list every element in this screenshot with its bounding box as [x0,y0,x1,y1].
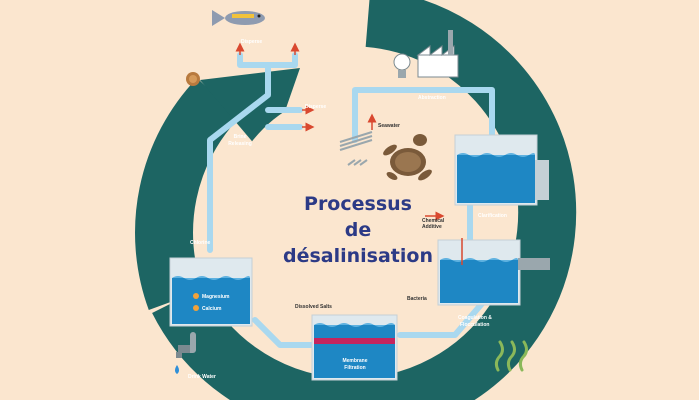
label-brine-1: Brine [234,134,247,140]
turtle-icon [383,134,432,181]
shell-icon [186,72,200,86]
label-magnesium: Magnesium [202,294,230,300]
faucet-icon [176,345,190,358]
label-disperse-right: Disperse [305,104,326,110]
title-line-2: de [345,219,372,241]
label-coagulation-1: Coagulation & [458,315,492,321]
label-drink-water: Drink Water [188,374,216,380]
label-membrane-1: Membrane [342,358,367,364]
drinkwater-tank [169,257,253,327]
step-labels: Disperse Disperse Brine Releasing Abstra… [188,39,507,380]
label-dissolved-salts: Dissolved Salts [295,304,332,310]
label-abstraction: Abstraction [418,95,446,101]
label-bacteria: Bacteria [407,296,427,302]
label-chemical-1: Chemical [422,218,445,224]
label-coagulation-2: Flocculation [460,322,489,328]
fish-icon [212,10,265,26]
inner-circle [222,88,502,368]
pipes [180,52,495,353]
seawater-intake [339,131,373,166]
seaweed-icon [494,340,528,372]
label-membrane-2: Filtration [344,365,365,371]
water-drop-icon [175,365,179,374]
membrane-tank [311,314,398,381]
title-line-3: désalinisation [283,245,433,267]
label-calcium: Calcium [202,306,222,312]
label-clarification: Clarification [478,213,507,219]
label-chlorine: Chlorine [190,240,210,246]
flow-arrows [235,42,445,221]
coagulation-tank [437,238,550,306]
diagram-title: Processus de désalinisation [283,193,433,267]
clarification-tank [454,134,549,206]
factory-icon [393,30,459,78]
label-disperse-top: Disperse [241,39,262,45]
title-line-1: Processus [304,193,412,215]
label-seawater: Seawater [378,123,400,129]
label-chemical-2: Additive [422,224,442,230]
label-brine-2: Releasing [228,141,252,147]
